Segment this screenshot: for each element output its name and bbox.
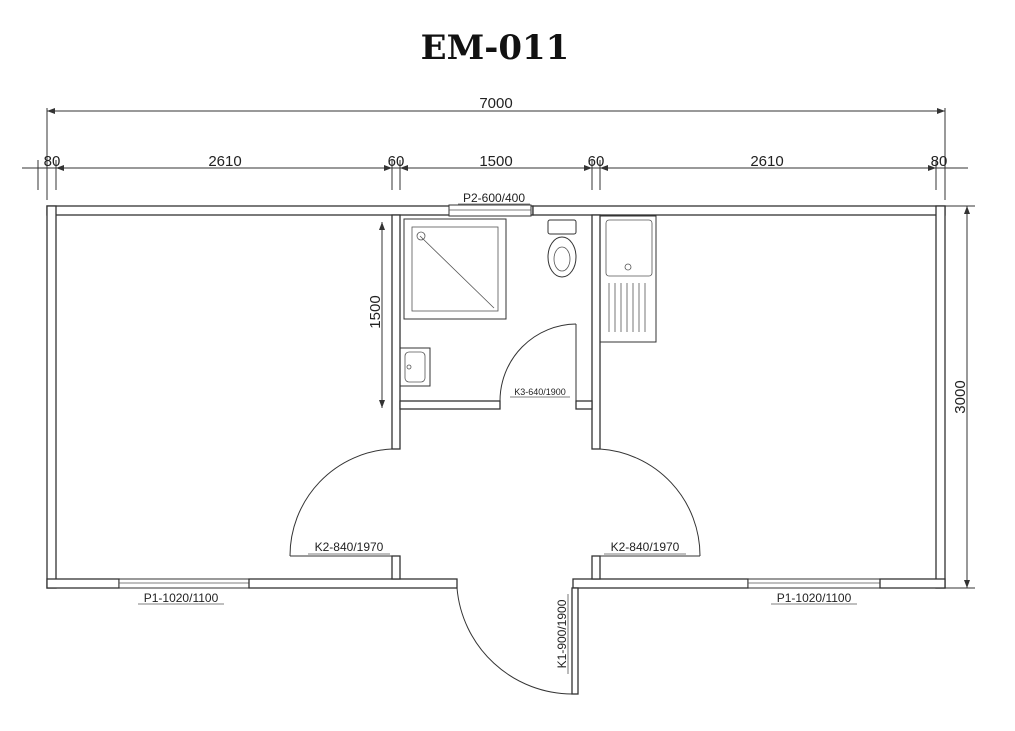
segment-label: 1500 xyxy=(479,153,512,170)
window-right-label: P1-1020/1100 xyxy=(777,591,852,605)
door-left-swing xyxy=(289,448,393,557)
toilet-icon xyxy=(547,219,577,278)
drawing-title: EM-011 xyxy=(420,28,570,68)
door-right-swing xyxy=(599,448,701,557)
door-right-label: K2-840/1970 xyxy=(611,540,680,554)
exterior-walls xyxy=(46,204,946,589)
bathroom-depth-dimension: 1500 xyxy=(367,222,385,408)
window-left-label: P1-1020/1100 xyxy=(144,591,219,605)
segment-dimensions: 80 2610 60 1500 60 2610 80 xyxy=(22,153,968,190)
door-wc-swing xyxy=(499,323,577,402)
segment-label: 60 xyxy=(588,153,605,170)
segment-label: 60 xyxy=(388,153,405,170)
door-main-swing xyxy=(456,587,579,695)
height-dimension: 3000 xyxy=(945,205,975,589)
segment-label: 2610 xyxy=(208,153,241,170)
door-main-label: K1-900/1900 xyxy=(555,599,569,668)
washbasin-icon xyxy=(399,347,431,387)
interior-walls xyxy=(391,214,601,580)
overall-width-label: 7000 xyxy=(479,95,512,112)
opening-labels: P2-600/400 K3-640/1900 K2-840/1970 K2-84… xyxy=(138,191,857,674)
kitchen-sink-icon xyxy=(599,215,657,343)
height-label: 3000 xyxy=(952,380,969,413)
door-wc-label: K3-640/1900 xyxy=(514,387,566,397)
shower-tray xyxy=(403,218,507,320)
overall-dimension: 7000 xyxy=(46,95,946,200)
segment-label: 80 xyxy=(44,153,61,170)
segment-label: 80 xyxy=(931,153,948,170)
window-top-label: P2-600/400 xyxy=(463,191,525,205)
segment-label: 2610 xyxy=(750,153,783,170)
bathroom-depth-label: 1500 xyxy=(367,295,384,328)
door-left-label: K2-840/1970 xyxy=(315,540,384,554)
